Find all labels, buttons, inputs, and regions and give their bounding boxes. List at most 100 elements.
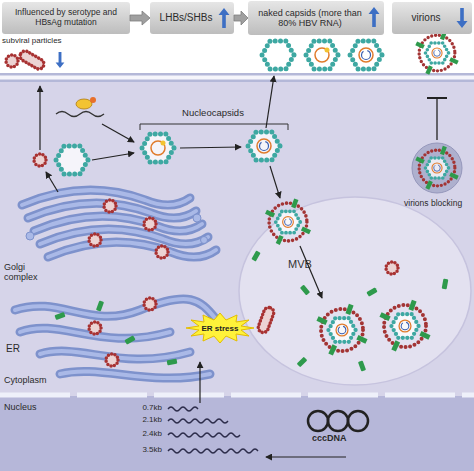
node-outline <box>238 196 472 386</box>
illustration-use <box>54 312 65 320</box>
endoplasmic-reticulum <box>15 299 215 378</box>
text-label: virions blocking <box>404 199 470 209</box>
stress-burst: ER stress <box>185 312 255 344</box>
golgi-stack <box>22 190 216 258</box>
text-label: 2.4kb <box>126 429 162 438</box>
illustration-use <box>89 322 101 334</box>
er-particles <box>54 298 177 366</box>
header-box: naked capsids (more than 80% HBV RNA) <box>248 1 384 35</box>
illustration-use <box>262 41 294 69</box>
text-label: ER <box>6 343 36 355</box>
illustration-path <box>15 299 215 318</box>
illustration-use <box>106 354 118 366</box>
illustration-path <box>60 371 210 378</box>
illustration-use <box>156 246 168 258</box>
text-label: Golgi complex <box>4 262 50 283</box>
illustration-line <box>92 153 134 160</box>
illustration-use <box>306 41 338 69</box>
node-text: MVB <box>288 258 312 270</box>
header-box: virions <box>392 2 472 34</box>
transcription-arrow <box>266 456 346 457</box>
illustration-use <box>350 41 382 69</box>
illustration-circle <box>328 411 348 431</box>
illustration-path <box>168 449 258 453</box>
illustration-line <box>270 166 280 198</box>
nuclear-envelope <box>0 393 474 398</box>
illustration-line <box>46 172 58 192</box>
export-arrow <box>199 362 200 403</box>
illustration-use <box>124 335 135 344</box>
illustration-use <box>34 154 46 166</box>
released-particles <box>262 31 459 75</box>
illustration-use <box>89 234 101 246</box>
illustration-circle <box>90 97 96 103</box>
illustration-line <box>180 147 241 148</box>
illustration-ellipse <box>76 99 92 109</box>
illustration-use <box>48 242 216 257</box>
illustration-use <box>142 134 174 162</box>
illustration-path <box>168 433 240 437</box>
double-arrow <box>234 11 248 25</box>
illustration-line <box>266 76 274 128</box>
illustration-use <box>6 55 18 67</box>
illustration-path <box>60 371 210 378</box>
illustration-line <box>436 98 437 140</box>
text-label: Nucleocapsids <box>168 108 258 119</box>
subviral-secretion <box>6 49 58 192</box>
node-text: Influenced by serotype and HBsAg mutatio… <box>6 8 126 28</box>
illustration-path <box>15 299 215 318</box>
illustration-circle <box>26 232 34 240</box>
illustration-path <box>168 419 228 423</box>
illustration-path <box>168 407 198 411</box>
header-box: Influenced by serotype and HBsAg mutatio… <box>2 2 130 34</box>
illustration-path <box>56 112 104 117</box>
transcripts <box>168 407 258 453</box>
illustration-use <box>96 300 104 311</box>
node-text: ER stress <box>202 324 239 333</box>
node-label: LHBs/SHBs <box>160 12 213 24</box>
text-label: subviral particles <box>2 36 82 45</box>
illustration-use <box>386 262 398 274</box>
illustration-circle <box>412 143 462 193</box>
text-label: 0.7kb <box>126 403 162 412</box>
plasma-membrane <box>0 73 474 82</box>
node-label: MVB <box>288 258 312 270</box>
plasma-membrane-core <box>0 76 474 80</box>
illustration-use <box>167 359 178 366</box>
header-box: LHBs/SHBs <box>150 2 234 34</box>
node-label: virions <box>412 12 441 24</box>
illustration-use <box>56 146 88 174</box>
cccdna-symbol <box>308 411 368 431</box>
text-label: 2.1kb <box>126 415 162 424</box>
double-arrow <box>130 11 150 25</box>
illustration-use <box>18 49 46 71</box>
illustration-use <box>104 200 116 212</box>
text-label: Nucleus <box>4 402 64 412</box>
mvb-ellipse <box>239 197 471 385</box>
node-text: naked capsids (more than 80% HBV RNA) <box>254 8 366 29</box>
burst-shape <box>186 313 254 343</box>
text-label: Cytoplasm <box>4 375 64 385</box>
illustration-use <box>56 52 65 68</box>
illustration-circle <box>348 411 368 431</box>
nucleus-area <box>0 396 474 471</box>
illustration-use <box>144 298 156 310</box>
illustration-line <box>427 97 447 99</box>
node-label: Influenced by serotype and HBsAg mutatio… <box>6 8 126 28</box>
illustration-circle <box>193 214 201 222</box>
node-text: LHBs/SHBs <box>160 12 213 24</box>
illustration-line <box>102 124 134 142</box>
text-label: cccDNA <box>312 433 372 443</box>
text-label: 3.5kb <box>126 445 162 454</box>
illustration-line <box>39 86 40 150</box>
blocked-virion <box>412 98 462 193</box>
illustration-circle <box>308 411 328 431</box>
illustration-use <box>144 218 156 230</box>
capsid-assembly <box>56 76 288 198</box>
illustration-use <box>415 146 458 190</box>
node-text: virions <box>412 12 441 24</box>
